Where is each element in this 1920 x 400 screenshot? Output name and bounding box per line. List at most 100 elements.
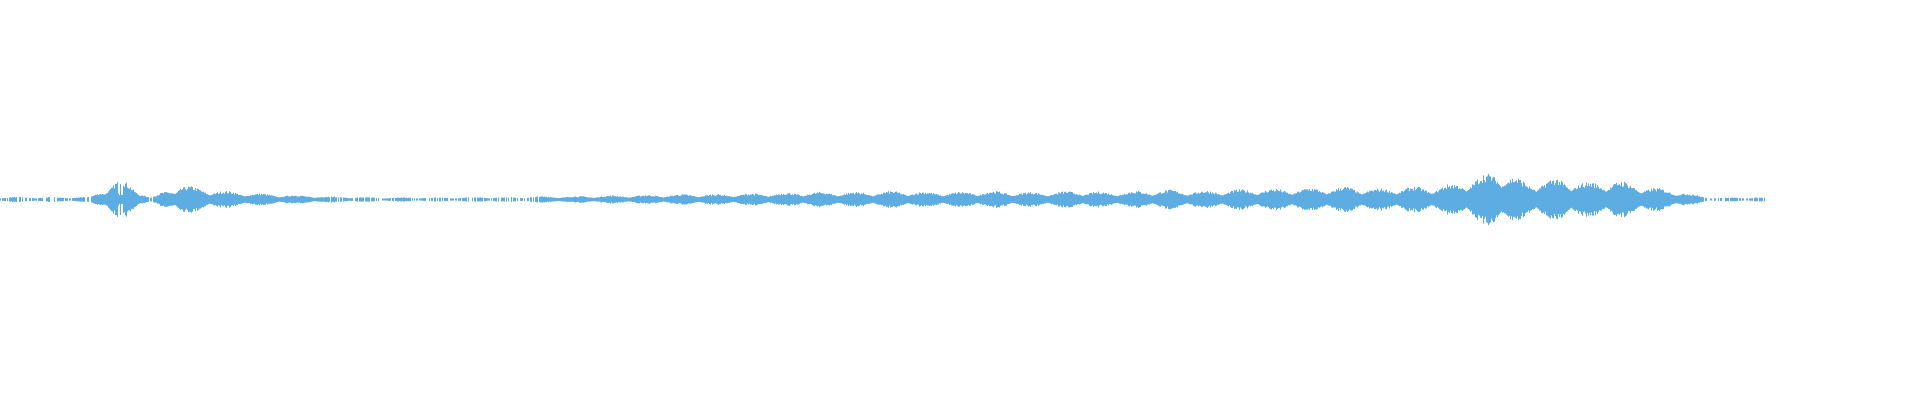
waveform-sample (1098, 191, 1099, 208)
waveform-sample (1248, 192, 1249, 207)
waveform-sample (676, 194, 677, 205)
waveform-sample (909, 195, 910, 204)
waveform-sample (310, 196, 311, 203)
waveform-sample (1607, 190, 1608, 209)
waveform-sample (11, 197, 12, 202)
waveform-sample (1517, 182, 1518, 217)
waveform-sample (727, 195, 728, 204)
waveform-sample (1026, 194, 1027, 205)
waveform-sample (1554, 185, 1555, 214)
waveform-sample (1679, 195, 1680, 204)
waveform-sample (985, 194, 986, 205)
waveform-sample (1260, 193, 1261, 206)
waveform-sample (221, 193, 222, 206)
waveform-sample (0, 198, 1, 201)
waveform-sample (94, 195, 95, 204)
waveform-sample (284, 196, 285, 203)
waveform-sample (1378, 190, 1379, 209)
waveform-sample (1598, 186, 1599, 213)
waveform-sample (718, 194, 719, 205)
waveform-sample (949, 193, 950, 206)
waveform-sample (1630, 185, 1631, 214)
waveform-sample (542, 196, 543, 203)
waveform-sample (693, 196, 694, 203)
waveform-sample (554, 197, 555, 202)
waveform-sample (1377, 188, 1378, 211)
waveform-sample (1061, 192, 1062, 207)
waveform-sample (1513, 182, 1514, 217)
waveform-sample (1134, 193, 1135, 206)
waveform-sample (1200, 193, 1201, 206)
waveform-sample (1055, 193, 1056, 206)
waveform-sample (861, 193, 862, 206)
waveform-sample (1231, 191, 1232, 208)
waveform-sample (907, 195, 908, 204)
waveform-sample (29, 197, 30, 202)
waveform-sample (896, 191, 897, 208)
waveform-sample (792, 194, 793, 205)
waveform-sample (257, 193, 258, 206)
waveform-sample (1296, 193, 1297, 206)
waveform-sample (906, 195, 907, 204)
waveform-sample (503, 197, 504, 202)
waveform-sample (1083, 195, 1084, 204)
waveform-sample (536, 196, 537, 203)
waveform-sample (1409, 190, 1410, 209)
waveform-sample (1099, 193, 1100, 206)
waveform-sample (1603, 189, 1604, 210)
waveform-sample (335, 197, 336, 202)
waveform-sample (80, 197, 81, 202)
waveform-sample (1132, 192, 1133, 207)
waveform-sample (1146, 193, 1147, 206)
waveform-sample (211, 194, 212, 205)
waveform-sample (1028, 192, 1029, 207)
waveform-sample (1241, 190, 1242, 209)
waveform-sample (921, 193, 922, 206)
waveform-sample (706, 195, 707, 204)
waveform-sample (637, 195, 638, 204)
waveform-sample (1449, 186, 1450, 213)
waveform-sample (714, 195, 715, 204)
waveform-sample (871, 195, 872, 204)
waveform-sample (437, 198, 438, 201)
waveform-sample (1000, 193, 1001, 206)
waveform-sample (1249, 193, 1250, 206)
waveform-sample (1327, 194, 1328, 205)
waveform-sample (1691, 195, 1692, 204)
waveform-sample (1654, 188, 1655, 211)
waveform-sample (210, 195, 211, 204)
waveform-sample (796, 194, 797, 205)
waveform-sample (978, 195, 979, 204)
waveform-sample (652, 196, 653, 203)
waveform-sample (256, 194, 257, 205)
waveform-sample (1405, 189, 1406, 210)
waveform-sample (1750, 198, 1751, 201)
waveform-sample (1374, 189, 1375, 210)
waveform-sample (633, 196, 634, 203)
waveform-sample (579, 196, 580, 203)
waveform-sample (1740, 198, 1741, 201)
waveform-sample (544, 196, 545, 203)
waveform-sample (1505, 185, 1506, 214)
waveform-sample (1252, 192, 1253, 207)
waveform-sample (708, 196, 709, 203)
waveform-sample (39, 198, 40, 201)
waveform-sample (734, 196, 735, 203)
waveform-sample (1476, 181, 1477, 218)
waveform-sample (1119, 195, 1120, 204)
waveform-sample (1401, 191, 1402, 208)
waveform-sample (612, 195, 613, 204)
waveform-sample (1294, 193, 1295, 206)
waveform-sample (862, 193, 863, 206)
waveform-sample (759, 194, 760, 205)
waveform-sample (1447, 184, 1448, 215)
waveform-sample (565, 197, 566, 202)
waveform-sample (996, 191, 997, 208)
waveform-sample (1194, 192, 1195, 207)
waveform-sample (875, 195, 876, 204)
waveform-sample (572, 197, 573, 202)
waveform-sample (1315, 189, 1316, 210)
waveform-sample (1219, 194, 1220, 205)
waveform-sample (1150, 195, 1151, 204)
waveform-sample (1354, 189, 1355, 210)
